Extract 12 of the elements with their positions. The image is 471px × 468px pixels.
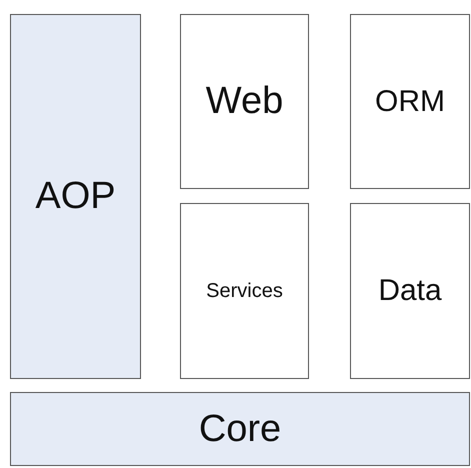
module-label: Web (206, 80, 284, 123)
module-box (180, 203, 309, 379)
module-box (10, 392, 470, 466)
module-box (10, 14, 141, 379)
module-label: AOP (35, 175, 116, 218)
module-box (350, 203, 470, 379)
module-label: Services (206, 280, 283, 302)
module-label: ORM (375, 84, 445, 118)
module-label: Data (378, 274, 442, 308)
module-box (350, 14, 470, 189)
module-label: Core (198, 408, 282, 450)
module-box (180, 14, 309, 189)
